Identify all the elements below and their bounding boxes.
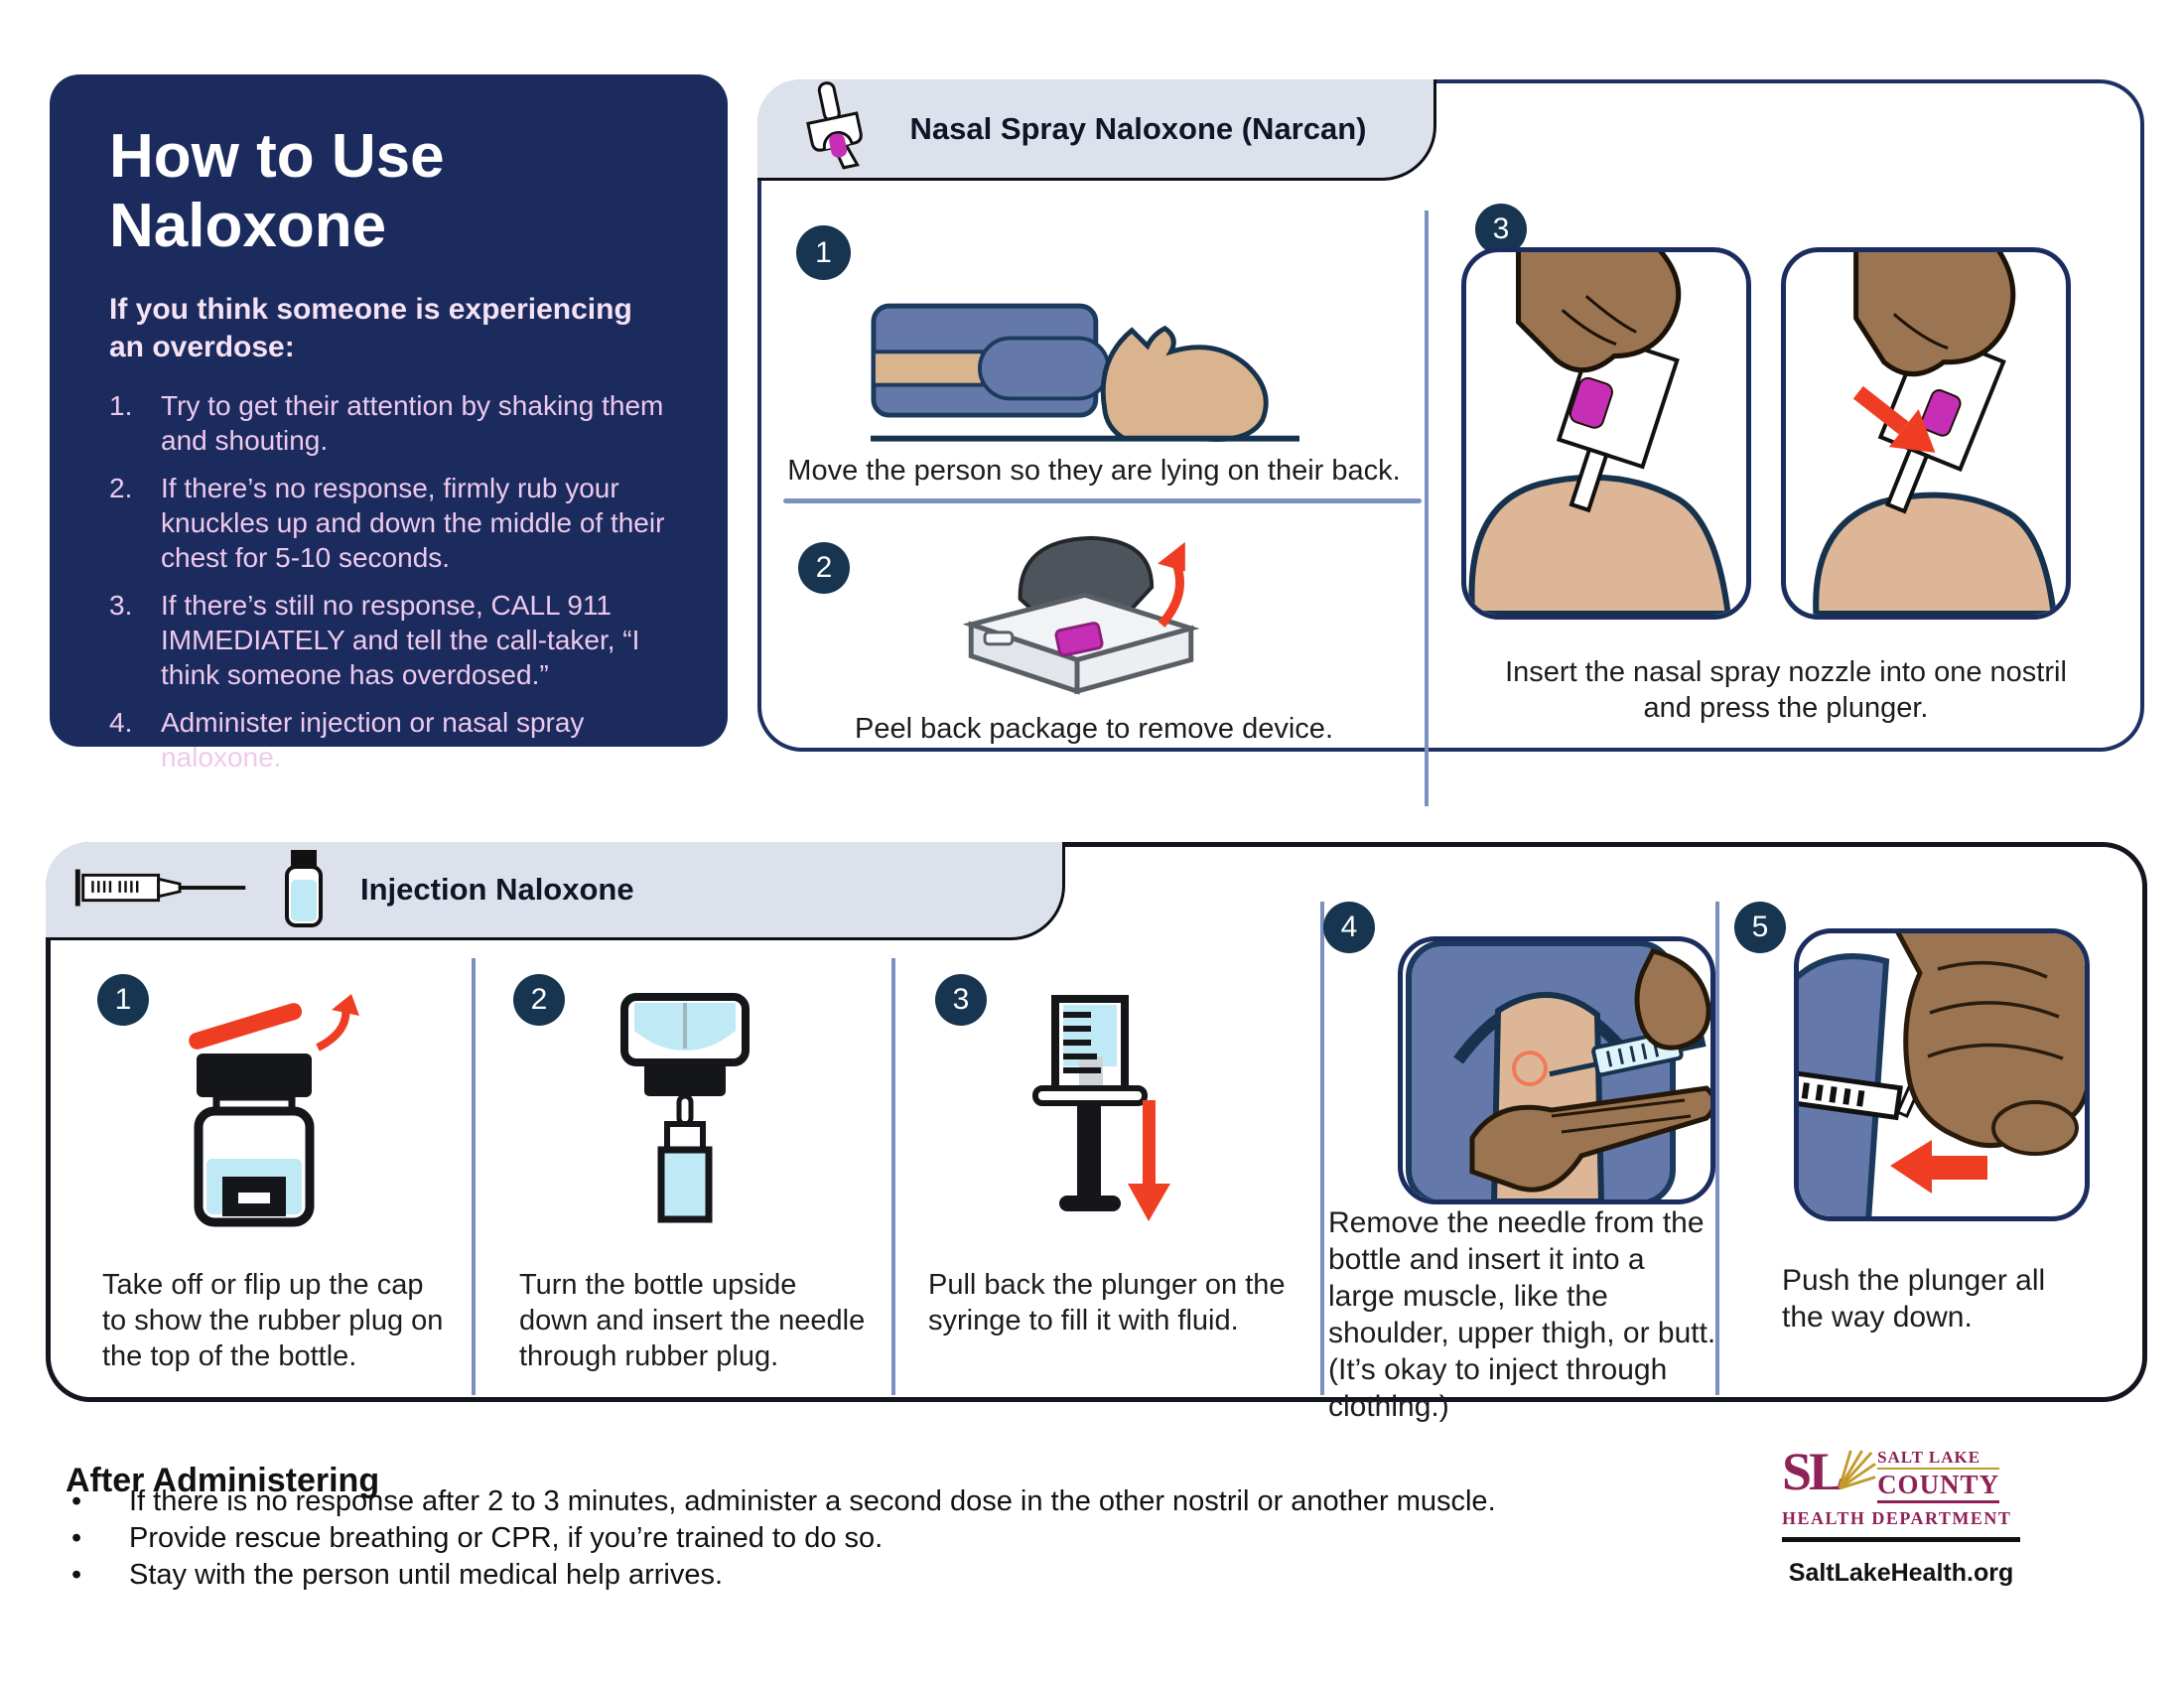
list-item-text: Try to get their attention by shaking th… [161,390,664,456]
footer-website: SaltLakeHealth.org [1788,1559,2014,1587]
column-divider [1425,211,1429,806]
peel-package-illustration [940,530,1218,712]
list-item-text: If there’s still no response, CALL 911 I… [161,590,640,690]
logo-health-department: HEALTH DEPARTMENT [1782,1508,2012,1528]
logo-county: COUNTY [1877,1470,2000,1503]
nasal-spray-header-tab: Nasal Spray Naloxone (Narcan) [757,79,1436,181]
logo-sl-monogram: SL [1782,1442,1844,1501]
nasal-panel-title: Nasal Spray Naloxone (Narcan) [909,110,1367,146]
injection-step-5-caption: Push the plunger all the way down. [1782,1264,2046,1334]
injection-panel-title: Injection Naloxone [360,872,634,907]
upside-down-bottle-illustration [620,993,750,1231]
nasal-step-2-badge: 2 [798,542,850,594]
injection-step-4-caption: Remove the needle from the bottle and in… [1328,1206,1716,1423]
nasal-step-1-caption: Move the person so they are lying on the… [787,455,1401,487]
list-item-text: Administer injection or nasal spray nalo… [161,707,585,773]
row-divider [783,498,1422,503]
column-divider [1715,902,1719,1395]
salt-lake-county-logo: SL SALT LAKE COUNTY HEALTH DEPARTMENT [1782,1442,2025,1587]
poster-title: How to Use Naloxone [109,122,445,260]
press-plunger-illustration [1781,247,2071,620]
list-item-number: 4. [109,707,133,738]
muscle-injection-illustration [1398,936,1715,1204]
injection-step-1-caption: Take off or flip up the cap to show the … [102,1269,444,1372]
person-lying-illustration [871,290,1299,449]
list-item: 1. Try to get their attention by shaking… [109,388,686,458]
syringe-icon [71,861,255,919]
overdose-intro: If you think someone is experiencing an … [109,293,632,363]
column-divider [891,958,895,1395]
list-item-text: If there’s no response, firmly rub your … [161,473,665,573]
overdose-steps-list: 1. Try to get their attention by shaking… [109,388,686,774]
list-item-number: 1. [109,390,133,421]
injection-step-3-caption: Pull back the plunger on the syringe to … [928,1269,1286,1336]
how-to-use-panel: How to Use Naloxone If you think someone… [50,74,728,773]
logo-row: SL SALT LAKE COUNTY [1782,1442,2025,1503]
after-bullet: If there is no response after 2 to 3 min… [66,1483,1555,1520]
logo-county-text: SALT LAKE COUNTY [1877,1448,2000,1503]
list-item-number: 3. [109,590,133,621]
nasal-step-2-caption: Peel back package to remove device. [855,713,1333,745]
nasal-spray-panel: Nasal Spray Naloxone (Narcan) 1 Move the… [757,79,2144,806]
nasal-spray-icon [801,80,867,177]
injection-step-2-badge: 2 [513,974,565,1026]
injection-step-5-badge: 5 [1734,902,1786,953]
injection-step-1-badge: 1 [97,974,149,1026]
nasal-step-1-badge: 1 [796,225,851,280]
list-item: 4. Administer injection or nasal spray n… [109,705,686,774]
pull-plunger-illustration [1027,993,1196,1228]
nasal-step-3-badge: 3 [1475,204,1527,255]
injection-panel: Injection Naloxone 1 Take off or flip up… [46,842,2147,1423]
after-bullet: Stay with the person until medical help … [66,1557,1555,1594]
column-divider [472,958,476,1395]
after-bullet: Provide rescue breathing or CPR, if you’… [66,1520,1555,1557]
push-plunger-illustration [1794,928,2090,1221]
flip-cap-bottle-illustration [169,994,382,1234]
footer-divider [1782,1537,2020,1542]
list-item-number: 2. [109,473,133,503]
logo-salt-lake: SALT LAKE [1877,1448,2000,1470]
injection-header-tab: Injection Naloxone [46,842,1065,940]
sunburst-icon [1838,1448,1876,1496]
column-divider [1320,902,1324,1395]
injection-step-3-badge: 3 [935,974,987,1026]
vial-icon [281,848,327,932]
after-administering-list: If there is no response after 2 to 3 min… [66,1483,1555,1594]
injection-step-4-badge: 4 [1323,902,1375,953]
injection-step-2-caption: Turn the bottle upside down and insert t… [519,1269,866,1372]
list-item: 2. If there’s no response, firmly rub yo… [109,471,686,575]
nasal-step-3-caption: Insert the nasal spray nozzle into one n… [1505,656,2067,724]
list-item: 3. If there’s still no response, CALL 91… [109,588,686,692]
insert-nozzle-illustration [1461,247,1751,620]
